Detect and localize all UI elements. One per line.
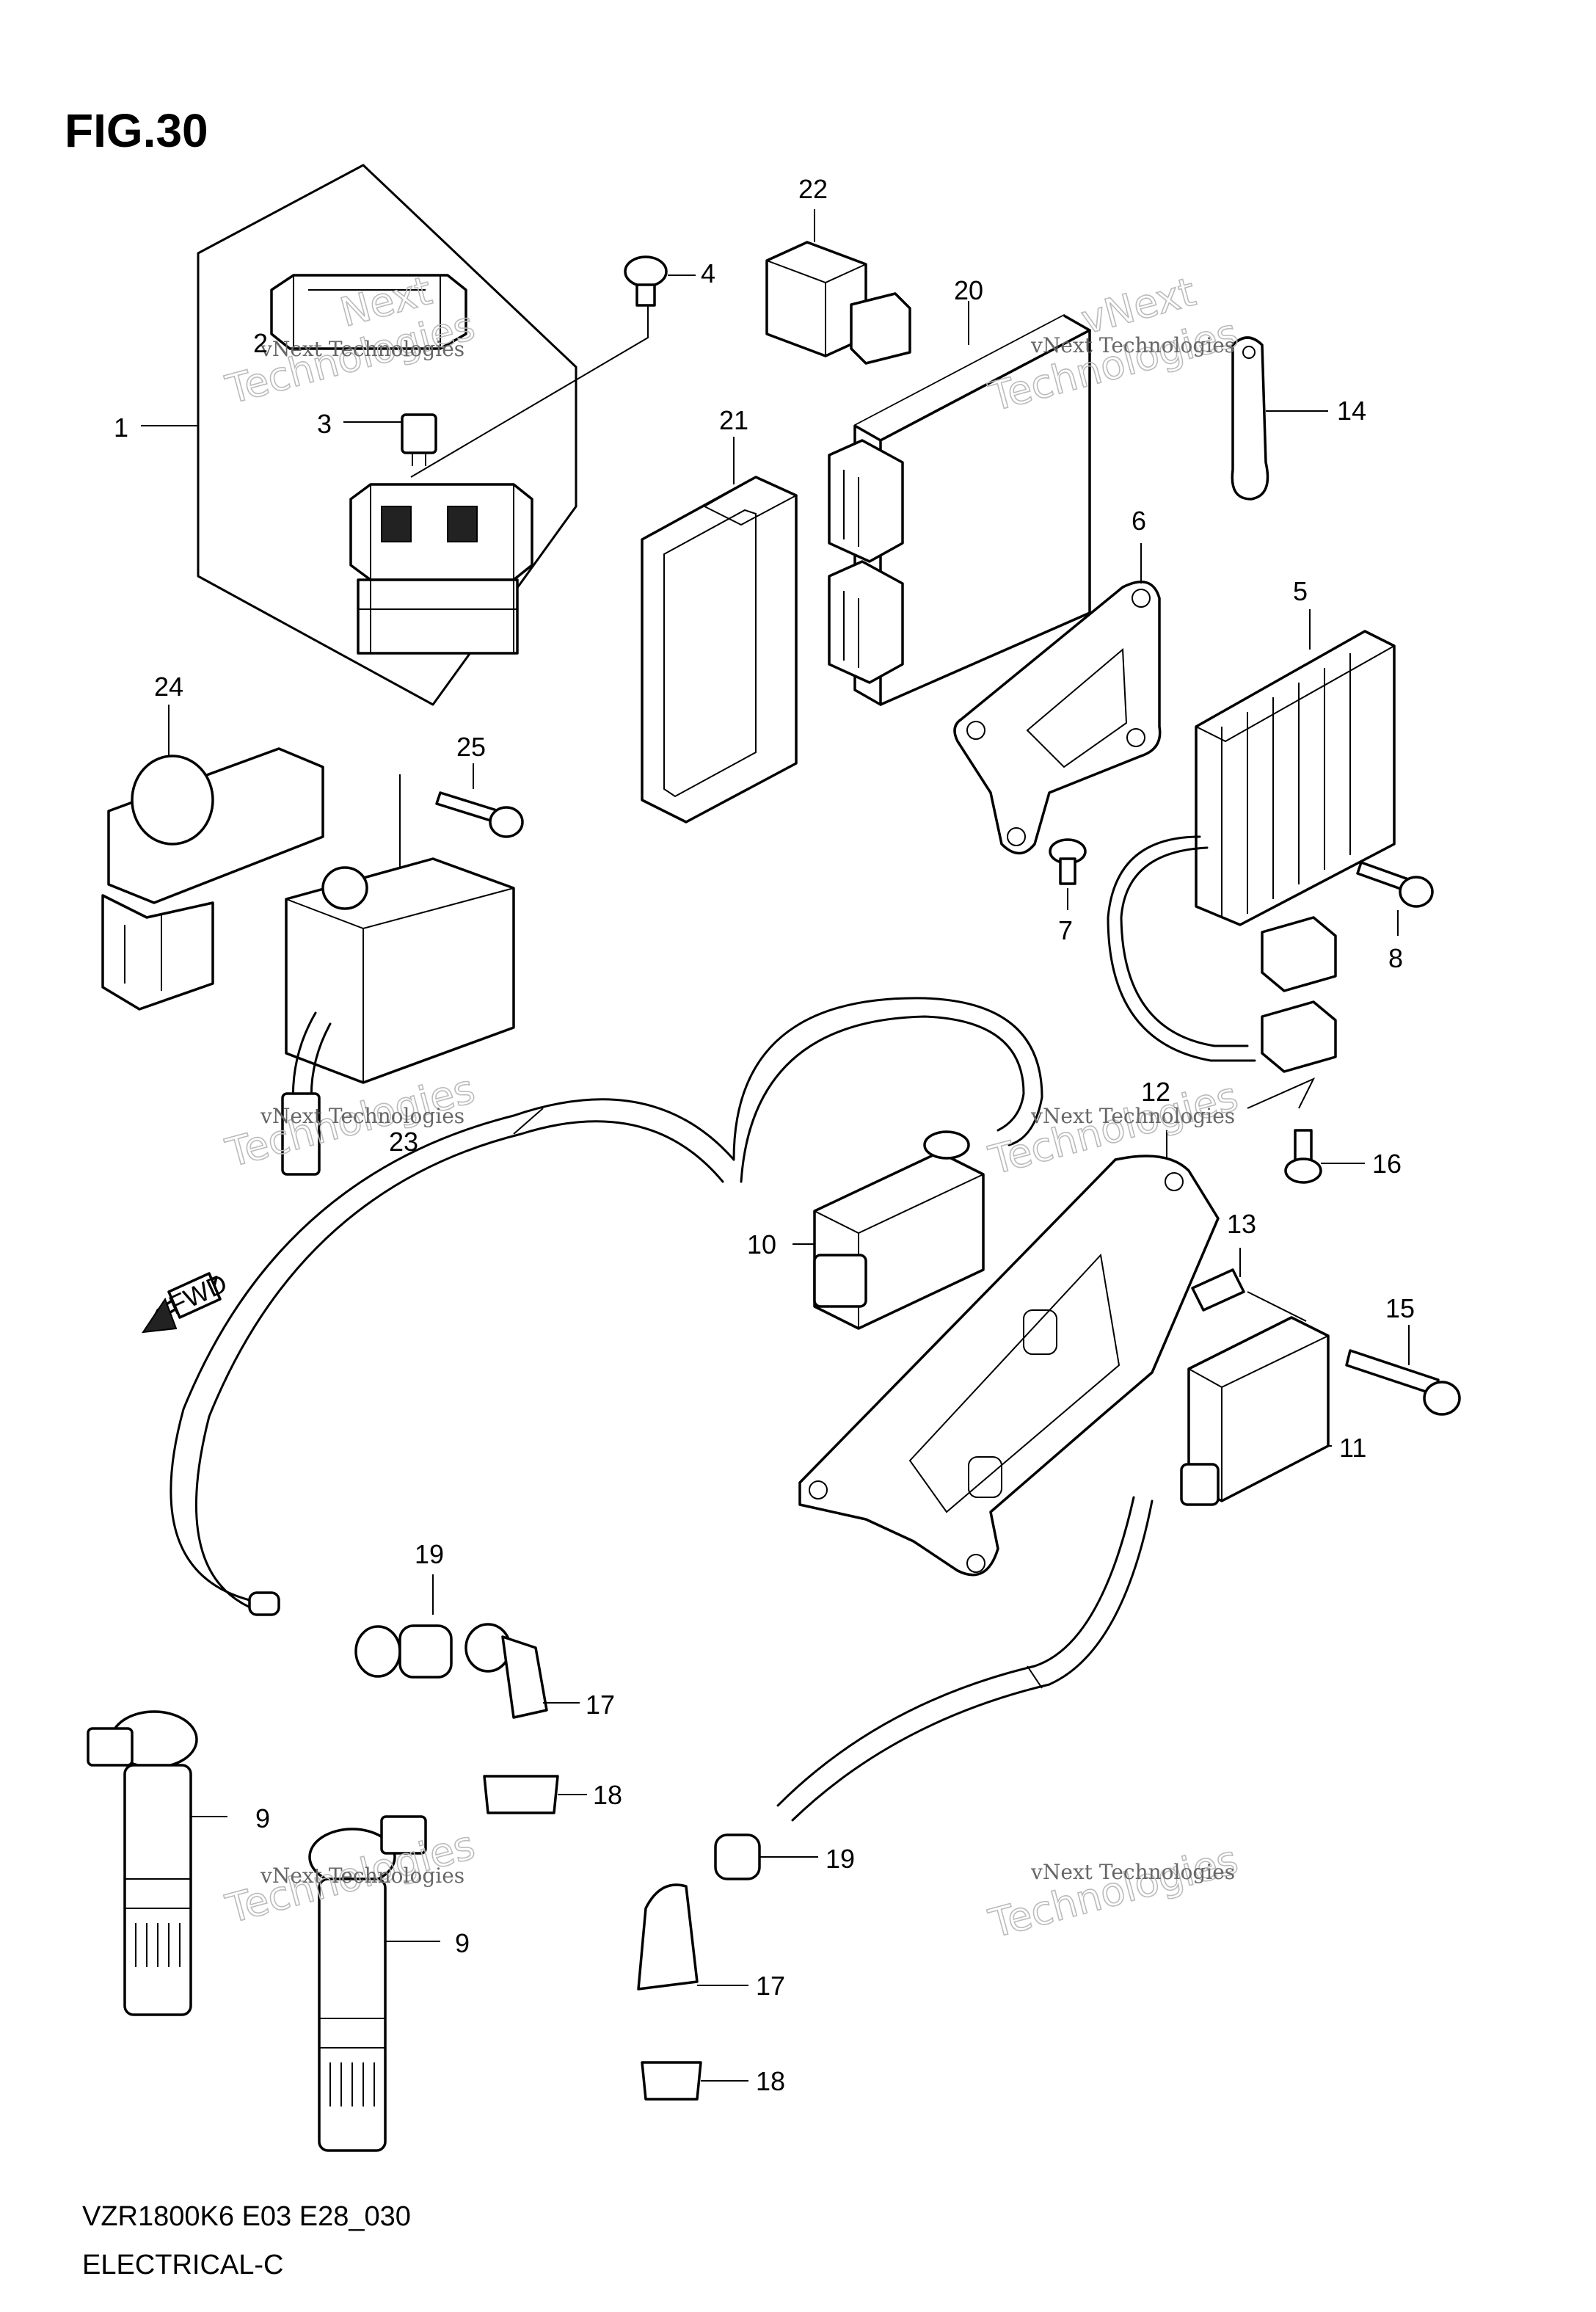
- part-20-ecm: [828, 301, 1091, 706]
- callout-5: 5: [1293, 576, 1308, 606]
- fwd-label: FWD: [164, 1268, 232, 1320]
- part-9-plug-cap-lower: [308, 1815, 440, 2152]
- part-15-bolt: [1345, 1325, 1461, 1416]
- callout-16: 16: [1372, 1149, 1402, 1179]
- watermark-6-small: vNext Technologies: [1030, 1860, 1235, 1884]
- callout-13: 13: [1227, 1209, 1256, 1239]
- part-23-igniter: [281, 857, 515, 1176]
- callout-24: 24: [154, 672, 183, 702]
- callout-4: 4: [701, 258, 715, 288]
- part-18-seal-right: [641, 2061, 748, 2101]
- callout-7: 7: [1058, 915, 1073, 945]
- watermark-3-small: vNext Technologies: [260, 1104, 464, 1128]
- callout-9-lower: 9: [455, 1928, 470, 1958]
- callout-11: 11: [1339, 1433, 1366, 1463]
- part-16-bolt: [1247, 1077, 1365, 1184]
- part-12-plate: [798, 1130, 1220, 1577]
- callout-10: 10: [747, 1229, 776, 1259]
- watermark-1-small: vNext Technologies: [260, 337, 464, 361]
- part-10-coil: [792, 1130, 985, 1330]
- callout-14: 14: [1337, 396, 1366, 426]
- callout-8: 8: [1388, 943, 1403, 973]
- callout-2: 2: [253, 328, 268, 358]
- part-24-holder: [101, 705, 324, 1011]
- part-14-bracket: [1231, 336, 1328, 501]
- part-9-plug-cap-upper: [87, 1710, 227, 2016]
- part-19-cap-right: [714, 1833, 818, 1880]
- part-8-bolt: [1356, 861, 1434, 936]
- callout-23: 23: [389, 1127, 418, 1157]
- callout-9-upper: 9: [255, 1803, 270, 1833]
- callout-21: 21: [719, 405, 748, 435]
- part-17-cap-right: [637, 1883, 748, 1991]
- part-4-screw: [624, 255, 696, 307]
- callout-19-right: 19: [826, 1844, 855, 1874]
- callout-12: 12: [1141, 1077, 1170, 1107]
- part-17-cap-left: [464, 1623, 580, 1719]
- callout-20: 20: [954, 275, 983, 305]
- watermark-6-large: Technologies: [984, 1836, 1242, 1947]
- footer-section: ELECTRICAL-C: [82, 2250, 284, 2280]
- watermark-4-small: vNext Technologies: [1030, 1104, 1235, 1128]
- callout-17-right: 17: [756, 1971, 785, 2001]
- part-5-regulator: [1107, 609, 1396, 1073]
- callout-17-left: 17: [586, 1690, 615, 1720]
- callout-15: 15: [1385, 1293, 1415, 1323]
- figure-title: FIG.30: [65, 104, 208, 157]
- callout-labels: 1 2 3 4 5 6 7 8 9 9 10 11 12 13 14 15 16…: [114, 174, 1415, 2096]
- footer-model-code: VZR1800K6 E03 E28_030: [82, 2201, 411, 2232]
- callout-1: 1: [114, 412, 128, 443]
- watermark-2-small: vNext Technologies: [1030, 333, 1235, 357]
- part-7-bolt: [1049, 838, 1087, 910]
- part-19-cap-left: [354, 1574, 453, 1679]
- part-13-collar: [1191, 1248, 1307, 1322]
- callout-6: 6: [1132, 506, 1146, 536]
- callout-19-left: 19: [415, 1539, 444, 1569]
- callout-25: 25: [456, 732, 486, 762]
- part-18-seal-left: [483, 1775, 587, 1814]
- part-6-bracket: [953, 543, 1162, 855]
- callout-18-right: 18: [756, 2066, 785, 2096]
- part-22-relay: [765, 209, 911, 365]
- callout-22: 22: [798, 174, 828, 204]
- part-group-starter-relay-kit: [141, 164, 649, 706]
- callout-3: 3: [317, 409, 332, 439]
- callout-18-left: 18: [593, 1780, 622, 1810]
- high-tension-cords: [170, 997, 1154, 1822]
- watermark-5-small: vNext Technologies: [260, 1864, 464, 1888]
- fwd-arrow: FWD: [141, 1268, 232, 1334]
- part-11-coil: [1180, 1316, 1332, 1506]
- part-21-cover: [641, 437, 798, 824]
